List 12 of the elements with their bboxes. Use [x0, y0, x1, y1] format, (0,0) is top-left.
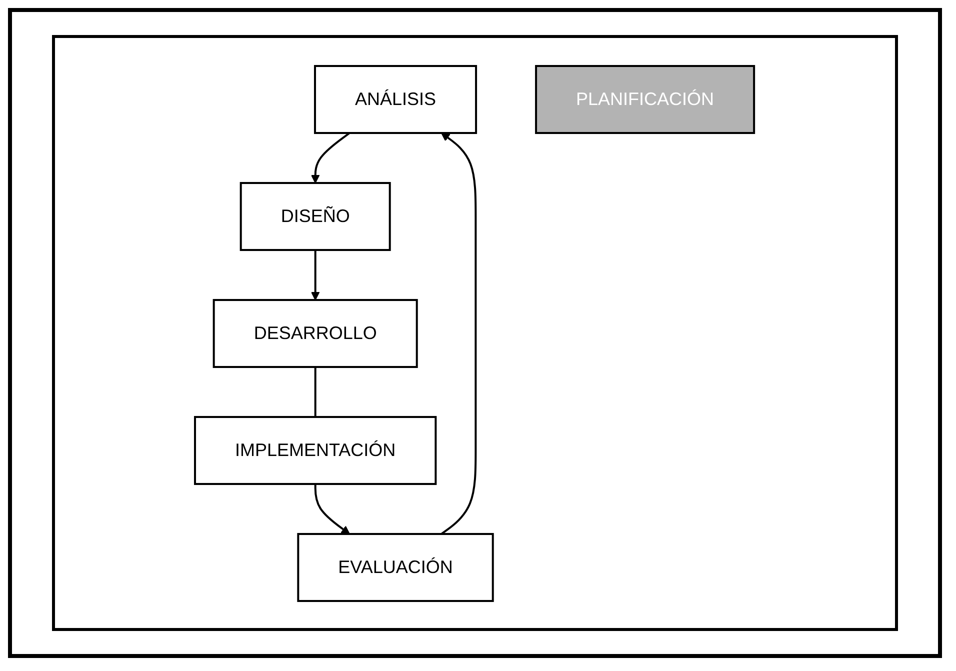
node-box — [314, 64, 478, 134]
arrow — [441, 132, 478, 534]
node-box — [194, 416, 438, 484]
arrow — [311, 132, 351, 183]
diagram-frame: ANÁLISIS DISEÑO DESARROLLO IMPLEMENTACIÓN EVALUACIÓN PLANIFICACIÓN — [52, 35, 898, 631]
arrow — [311, 250, 320, 300]
node-box — [213, 298, 418, 368]
node-box — [536, 64, 756, 134]
node-box — [240, 182, 392, 250]
connector — [314, 366, 317, 416]
node-box — [298, 532, 494, 602]
arrow — [314, 484, 350, 534]
